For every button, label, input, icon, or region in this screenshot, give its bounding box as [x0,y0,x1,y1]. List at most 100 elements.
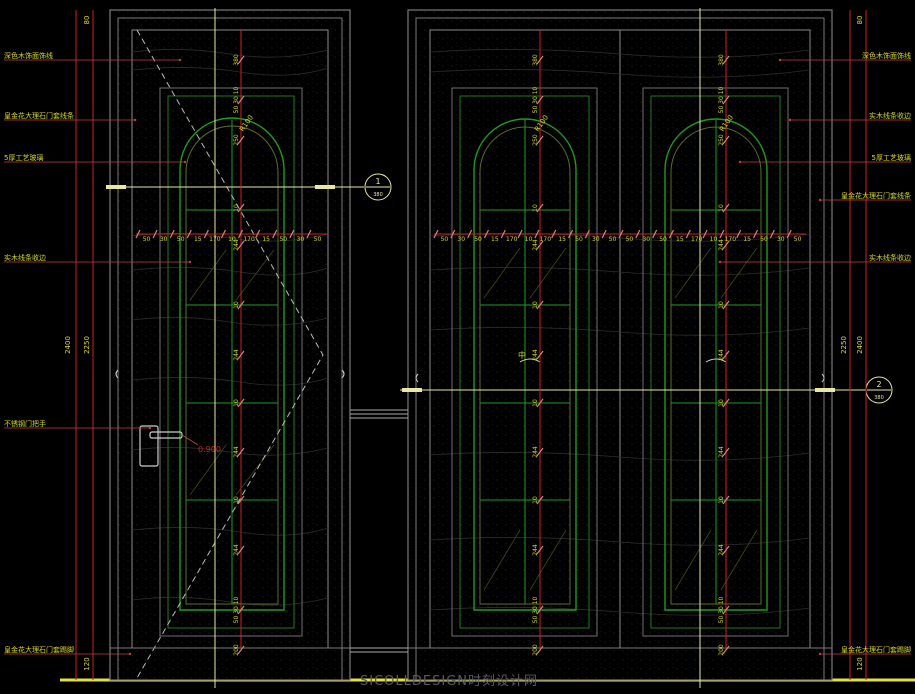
right-top-dim: 80 [856,16,864,25]
right-hdim-label: 170 [540,236,552,243]
left-vdim-label: 10 [233,301,240,309]
left-hdim-label: 170 [243,236,255,243]
left-callout-leader-dot [148,426,152,430]
left-hdim-tick [272,229,278,239]
left-vdim-label: 244 [233,349,240,361]
right-vdim-a-tick [536,495,544,505]
right-vdim-b-tick [722,447,730,457]
right-hdim-tick [652,229,658,239]
right-vdim-b-tick [722,95,730,105]
left-vdim-tick [237,495,245,505]
section-mark-2: 2 380 [865,376,893,404]
left-top-dim: 80 [83,16,91,25]
right-hdim-label: 30 [642,236,650,243]
right-vdim-b-label: 10 [718,399,725,407]
right-vdim-b-label: 10 [718,204,725,212]
right-vdim-b-label: 244 [718,349,725,361]
right-hdim-tick [786,229,792,239]
right-vdim-a-tick [536,135,544,145]
left-door-swing-line [136,29,324,679]
right-vdim-b-tick [722,135,730,145]
right-hdim-label: 15 [743,236,751,243]
left-vdim-label: 244 [233,446,240,458]
section-mark-1: 1 380 [364,173,392,201]
right-vdim-a-label: 380 [532,54,539,66]
left-vdim-tick [237,55,245,65]
right-hdim-tick [601,229,607,239]
right-vdim-a-label: 250 [532,134,539,146]
left-callout-label: 深色木饰面饰线 [4,51,53,60]
right-base-height: 120 [856,657,864,670]
left-callout-leader-dot [188,260,192,264]
left-vdim-label: 250 [233,134,240,146]
right-hdim-label: 170 [506,236,518,243]
right-vdim-a-tick [536,398,544,408]
right-vdim-a-label: 244 [532,349,539,361]
left-vdim-tick [237,203,245,213]
right-hdim-tick [450,229,456,239]
right-hdim-label: 50 [626,236,634,243]
right-callout-label: 皇金花大理石门套线条 [841,191,911,200]
right-hdim-label: 50 [794,236,802,243]
left-callout-label: 皇金花大理石门套线条 [4,111,74,120]
right-vdim-a-label: 50 30 10 [532,86,539,113]
right-vdim-a-tick [536,240,544,250]
right-material-callouts: 深色木饰面饰线实木线条收边5厚工艺玻璃皇金花大理石门套线条实木线条收边皇金花大理… [718,51,911,656]
left-vdim-label: 244 [233,544,240,556]
left-vdim-tick [237,135,245,145]
left-door-transoms [186,209,278,501]
left-door-panel-outer [159,87,303,637]
left-callout-label: 实木线条收边 [4,253,46,262]
right-hdim-label: 170 [691,236,703,243]
right-hdim-tick [685,229,691,239]
right-callout-leader-dot [738,160,742,164]
right-door-plinth [407,647,833,681]
right-callout-label: 5厚工艺玻璃 [872,153,911,162]
right-vdim-a-label: 10 [532,204,539,212]
right-hdim-label: 10 [710,236,718,243]
right-callout-leader-dot [788,118,792,122]
right-vdim-a-label: 50 30 10 [532,596,539,623]
left-vdim-tick [237,398,245,408]
right-callout-label: 实木线条收边 [869,111,911,120]
right-vdim-a-tick [536,350,544,360]
right-hdim-tick [433,229,439,239]
right-vdim-b-label: 244 [718,446,725,458]
right-vdim-b-label: 244 [718,239,725,251]
left-callout-label: 5厚工艺玻璃 [4,153,43,162]
right-hdim-label: 10 [525,236,533,243]
svg-text:380: 380 [874,395,884,401]
right-vdim-a-label: 244 [532,239,539,251]
left-vdim-tick [237,95,245,105]
right-vdim-b-label: 200 [718,644,725,656]
left-vdim-tick [237,300,245,310]
right-vdim-b-tick [722,398,730,408]
left-callout-leader-dot [133,118,137,122]
right-door-elevation: 中 [407,9,833,681]
right-hdim-tick [635,229,641,239]
right-door-center-mark: 中 [518,350,526,360]
right-vdim-a-label: 10 [532,399,539,407]
right-vdim-a-label: 10 [532,301,539,309]
right-hdim-label: 30 [457,236,465,243]
right-callout-leader-dot [818,652,822,656]
left-hdim-label: 50 [279,236,287,243]
right-callout-leader-dot [718,260,722,264]
right-hdim-label: 50 [760,236,768,243]
left-hdim-tick [203,229,209,239]
right-hdim-tick [568,229,574,239]
left-callout-leader-dot [128,652,132,656]
left-vdim-label: 10 [233,204,240,212]
right-hdim-label: 15 [558,236,566,243]
left-hdim-label: 30 [297,236,305,243]
right-vdim-b-tick [722,495,730,505]
left-door-plinth [109,647,351,681]
right-vdim-a-label: 10 [532,496,539,504]
wall-joint [350,409,408,653]
right-door-leaf-b-glass [664,118,768,611]
right-vdim-b-tick [722,350,730,360]
right-vdim-b-label: 244 [718,544,725,556]
